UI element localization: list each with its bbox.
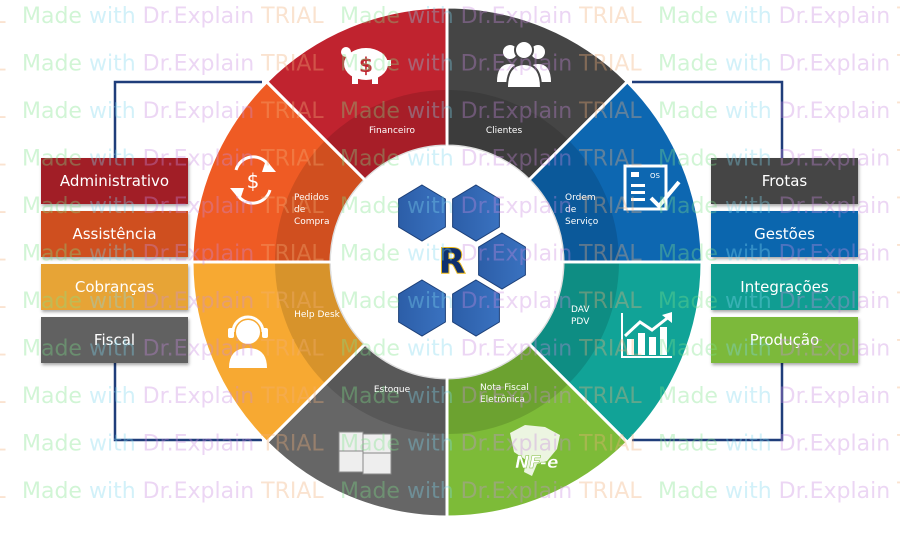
boxes-icon xyxy=(338,431,392,475)
segment-inner-band xyxy=(326,344,446,434)
segment-label: de xyxy=(565,205,577,215)
segment-label: de xyxy=(294,205,306,215)
money-cycle-icon: $ xyxy=(230,155,276,205)
segment-label: Serviço xyxy=(565,217,599,227)
logo-letter: R xyxy=(439,242,465,282)
segment-inner-band xyxy=(448,344,568,434)
service-order-icon: OS xyxy=(623,164,681,211)
logo-hexagon xyxy=(452,184,500,242)
center-logo xyxy=(398,184,526,337)
segment-label: Compra xyxy=(294,217,330,227)
logo-hexagon xyxy=(478,232,526,290)
module-box-frotas[interactable]: Frotas xyxy=(711,158,858,204)
segment-inner-band xyxy=(275,141,365,261)
headset-icon xyxy=(228,315,268,368)
segment-label: Ordem xyxy=(565,193,596,203)
nfe-label: NF-e xyxy=(515,453,559,473)
segment-label: Clientes xyxy=(486,126,523,136)
segment-label: PDV xyxy=(571,317,590,327)
segment-label: Estoque xyxy=(374,385,411,395)
svg-text:$: $ xyxy=(247,169,260,193)
module-box-administrativo[interactable]: Administrativo xyxy=(41,158,188,204)
segment-ordem-de-servico[interactable] xyxy=(526,79,704,264)
module-box-integrações[interactable]: Integrações xyxy=(711,264,858,310)
segment-inner-band xyxy=(529,141,619,261)
segment-label: Pedidos xyxy=(294,193,329,203)
module-box-assistência[interactable]: Assistência xyxy=(41,211,188,257)
logo-hexagon xyxy=(398,279,446,337)
svg-text:$: $ xyxy=(359,53,373,77)
module-box-cobranças[interactable]: Cobranças xyxy=(41,264,188,310)
inner-white-circle xyxy=(331,146,563,378)
logo-hexagon xyxy=(452,279,500,337)
segment-inner-band xyxy=(326,90,446,180)
module-box-fiscal[interactable]: Fiscal xyxy=(41,317,188,363)
people-icon xyxy=(497,40,551,89)
nfe-brazil-map-icon: NF-e xyxy=(510,425,560,476)
segment-label: Nota Fiscal xyxy=(480,383,529,393)
connector-lines xyxy=(113,80,784,442)
segment-label: Eletrônica xyxy=(480,394,525,405)
segment-inner-band xyxy=(529,263,619,383)
module-box-gestões[interactable]: Gestões xyxy=(711,211,858,257)
growth-chart-icon xyxy=(621,312,672,358)
segment-inner-band xyxy=(448,90,568,180)
module-box-produção[interactable]: Produção xyxy=(711,317,858,363)
segment-label: Financeiro xyxy=(369,126,415,136)
connector-left-top xyxy=(113,80,262,158)
connector-right-bottom xyxy=(632,363,784,442)
segment-label: Help Desk xyxy=(294,310,341,320)
segment-label: DAV xyxy=(571,305,590,315)
piggy-bank-icon: $ xyxy=(341,47,391,84)
svg-text:OS: OS xyxy=(650,172,661,180)
connector-left-bottom xyxy=(113,363,262,442)
connector-right-top xyxy=(632,80,784,158)
logo-hexagon xyxy=(398,184,446,242)
segment-inner-band xyxy=(275,263,365,383)
